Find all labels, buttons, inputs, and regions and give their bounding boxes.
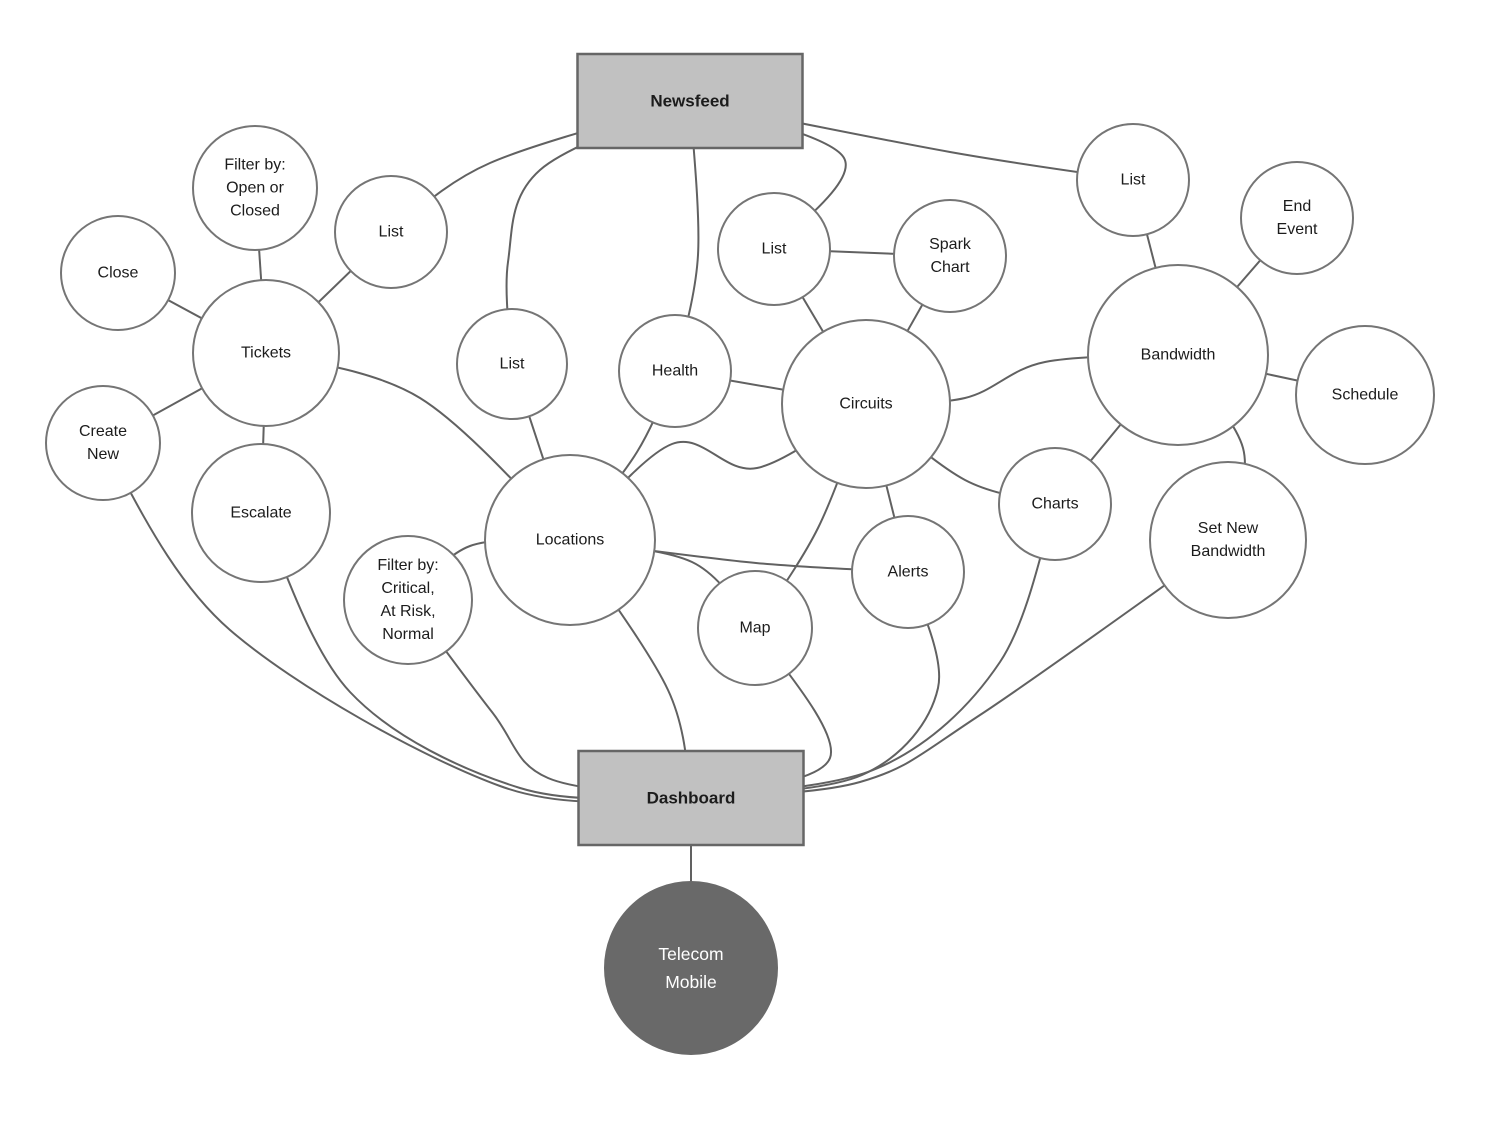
node-map-shape[interactable] [697, 570, 813, 686]
node-close-shape[interactable] [60, 215, 176, 331]
node-tickets-list[interactable]: List [334, 175, 448, 289]
node-charts[interactable]: Charts [998, 447, 1112, 561]
node-spark-chart-shape[interactable] [893, 199, 1007, 313]
node-tickets-shape[interactable] [192, 279, 340, 427]
node-locations-shape[interactable] [484, 454, 656, 626]
node-map[interactable]: Map [697, 570, 813, 686]
node-bandwidth-list[interactable]: List [1076, 123, 1190, 237]
node-alerts[interactable]: Alerts [851, 515, 965, 629]
node-charts-shape[interactable] [998, 447, 1112, 561]
node-filter-open-closed-shape[interactable] [192, 125, 318, 251]
node-schedule[interactable]: Schedule [1295, 325, 1435, 465]
node-circuits-shape[interactable] [781, 319, 951, 489]
node-circuits-list[interactable]: List [717, 192, 831, 306]
node-tickets-list-shape[interactable] [334, 175, 448, 289]
node-locations[interactable]: Locations [484, 454, 656, 626]
node-health-shape[interactable] [618, 314, 732, 428]
node-newsfeed[interactable]: Newsfeed [576, 52, 804, 150]
node-alerts-shape[interactable] [851, 515, 965, 629]
node-bandwidth-list-shape[interactable] [1076, 123, 1190, 237]
node-escalate-shape[interactable] [191, 443, 331, 583]
node-schedule-shape[interactable] [1295, 325, 1435, 465]
node-health[interactable]: Health [618, 314, 732, 428]
node-circuits-list-shape[interactable] [717, 192, 831, 306]
node-filter-critical-shape[interactable] [343, 535, 473, 665]
node-close[interactable]: Close [60, 215, 176, 331]
node-telecom-mobile-shape[interactable] [604, 881, 778, 1055]
node-newsfeed-shape[interactable] [576, 52, 804, 150]
node-bandwidth[interactable]: Bandwidth [1087, 264, 1269, 446]
node-escalate[interactable]: Escalate [191, 443, 331, 583]
node-locations-list[interactable]: List [456, 308, 568, 420]
node-set-new-bandwidth-shape[interactable] [1149, 461, 1307, 619]
node-bandwidth-shape[interactable] [1087, 264, 1269, 446]
node-circuits[interactable]: Circuits [781, 319, 951, 489]
node-filter-critical[interactable]: Filter by:Critical,At Risk,Normal [343, 535, 473, 665]
node-tickets[interactable]: Tickets [192, 279, 340, 427]
node-locations-list-shape[interactable] [456, 308, 568, 420]
node-end-event-shape[interactable] [1240, 161, 1354, 275]
node-dashboard[interactable]: Dashboard [577, 749, 805, 847]
node-dashboard-shape[interactable] [577, 749, 805, 847]
node-create-new-shape[interactable] [45, 385, 161, 501]
